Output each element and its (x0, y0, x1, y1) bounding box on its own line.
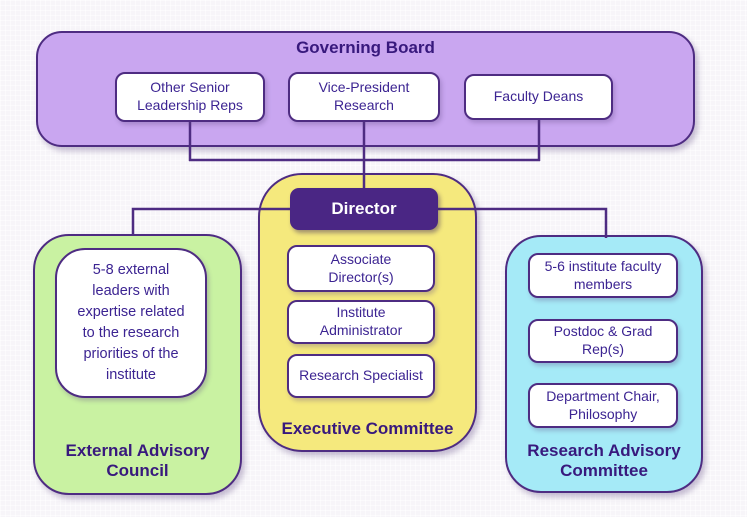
node-postdoc-grad-reps: Postdoc & Grad Rep(s) (528, 319, 678, 363)
node-vice-president-research: Vice-President Research (288, 72, 440, 122)
node-associate-directors: Associate Director(s) (287, 245, 435, 292)
governing-board-title: Governing Board (296, 38, 435, 57)
node-director: Director (290, 188, 438, 230)
node-external-leaders-note: 5-8 external leaders with expertise rela… (55, 248, 207, 398)
node-institute-faculty-members: 5-6 institute faculty members (528, 253, 678, 298)
research-advisory-committee-title: Research Advisory Committee (527, 441, 681, 481)
node-department-chair-philosophy: Department Chair, Philosophy (528, 383, 678, 428)
node-institute-administrator: Institute Administrator (287, 300, 435, 344)
node-faculty-deans: Faculty Deans (464, 74, 613, 120)
executive-committee-title: Executive Committee (281, 419, 454, 438)
node-other-senior-leadership-reps: Other Senior Leadership Reps (115, 72, 265, 122)
node-research-specialist: Research Specialist (287, 354, 435, 398)
external-advisory-council-title: External Advisory Council (65, 441, 210, 481)
